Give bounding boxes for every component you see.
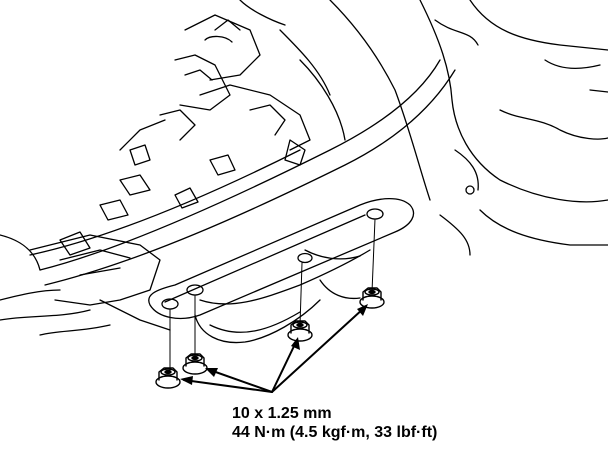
flange-nuts: [155, 287, 385, 389]
flange-nut-icon: [155, 367, 181, 389]
engine-block: [59, 0, 346, 256]
mount-bracket: [148, 197, 415, 344]
transmission-case: [329, 0, 608, 256]
crossmember: [0, 59, 456, 301]
alignment-lines: [169, 218, 376, 373]
leader-arrows: [183, 307, 365, 393]
bolt-size-label: 10 x 1.25 mm: [232, 405, 332, 422]
bolt-hole: [186, 284, 204, 296]
arrow-heads: [180, 304, 368, 385]
flange-nut-icon: [287, 320, 313, 342]
flange-nut-icon: [359, 287, 385, 309]
bolt-hole: [297, 252, 313, 264]
flange-nut-icon: [182, 353, 208, 375]
bolt-holes: [161, 208, 384, 310]
left-frame: [0, 234, 171, 336]
torque-spec-label: 44 N·m (4.5 kgf·m, 33 lbf·ft): [232, 424, 438, 441]
bolt-hole: [366, 208, 384, 220]
